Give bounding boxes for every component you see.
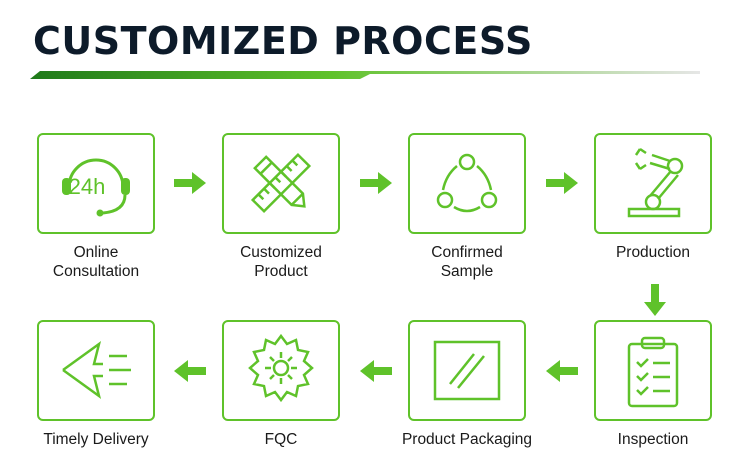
quality-gear-icon [248,333,314,403]
step-label: Production [615,244,691,261]
step-label: Confirmed Sample [431,244,503,280]
step-production: Production [594,133,712,261]
page-title: CUSTOMIZED PROCESS [33,19,533,63]
arrow-left-icon [174,360,206,382]
step-label: FQC [264,431,298,448]
arrow-right-icon [174,172,206,194]
step-label: Timely Delivery [43,431,149,448]
robot-arm-icon [627,147,684,218]
step-label: Product Packaging [401,431,533,448]
fast-delivery-icon [62,340,131,400]
step-label: Customized Product [240,244,322,280]
step-product-packaging: Product Packaging [402,320,532,448]
package-box-icon [433,340,501,401]
sample-cycle-icon [436,153,498,213]
title-underline [30,71,700,79]
step-inspection: Inspection [594,320,712,448]
24h-headset-icon: 24h [62,158,130,217]
arrow-right-icon [360,172,392,194]
clipboard-checklist-icon [627,336,679,408]
arrow-right-icon [546,172,578,194]
arrow-down-icon [644,284,666,316]
step-fqc: FQC [222,320,340,448]
step-timely-delivery: Timely Delivery [37,320,155,448]
ruler-pencil-icon [250,152,312,214]
step-label: Inspection [617,431,689,448]
step-label: Online Consultation [52,244,140,280]
arrow-left-icon [360,360,392,382]
step-online-consultation: 24h Online Consultation [37,133,155,280]
step-confirmed-sample: Confirmed Sample [408,133,526,280]
step-customized-product: Customized Product [222,133,340,280]
svg-text:24h: 24h [69,174,106,199]
arrow-left-icon [546,360,578,382]
